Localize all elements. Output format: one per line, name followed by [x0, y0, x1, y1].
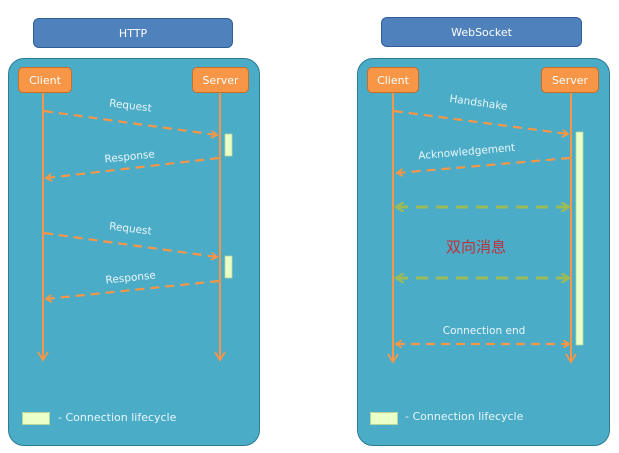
http-request-label: Request	[108, 97, 152, 114]
http-request-arrow	[43, 231, 217, 257]
http-request-arrow	[43, 109, 217, 135]
websocket-legend-text: - Connection lifecycle	[405, 410, 524, 423]
http-lifecycle-bar	[224, 133, 233, 157]
http-response-label: Response	[104, 148, 155, 165]
websocket-legend-swatch	[370, 412, 398, 425]
websocket-server-box: Server	[541, 67, 599, 93]
http-server-lifeline-arrowhead	[214, 351, 226, 362]
websocket-server-lifeline-arrowhead	[565, 353, 577, 364]
http-lifecycle-bar	[224, 255, 233, 279]
http-legend-swatch	[22, 412, 50, 425]
websocket-title: WebSocket	[381, 17, 582, 47]
http-server-box: Server	[192, 67, 249, 93]
websocket-client-box: Client	[367, 67, 419, 93]
bidirectional-messages-label: 双向消息	[446, 238, 507, 256]
http-client-lifeline-arrowhead	[37, 351, 49, 362]
websocket-handshake-arrow	[393, 109, 568, 134]
websocket-lifecycle-bar	[575, 131, 584, 346]
websocket-handshake-label: Handshake	[449, 93, 508, 113]
websocket-connection-end-label: Connection end	[443, 325, 526, 337]
http-title: HTTP	[33, 18, 233, 48]
http-client-box: Client	[18, 67, 72, 93]
http-request-label: Request	[108, 220, 152, 237]
websocket-client-lifeline-arrowhead	[387, 353, 399, 364]
websocket-acknowledgement-label: Acknowledgement	[418, 142, 516, 162]
http-response-label: Response	[105, 269, 156, 286]
http-legend-text: - Connection lifecycle	[58, 411, 177, 424]
